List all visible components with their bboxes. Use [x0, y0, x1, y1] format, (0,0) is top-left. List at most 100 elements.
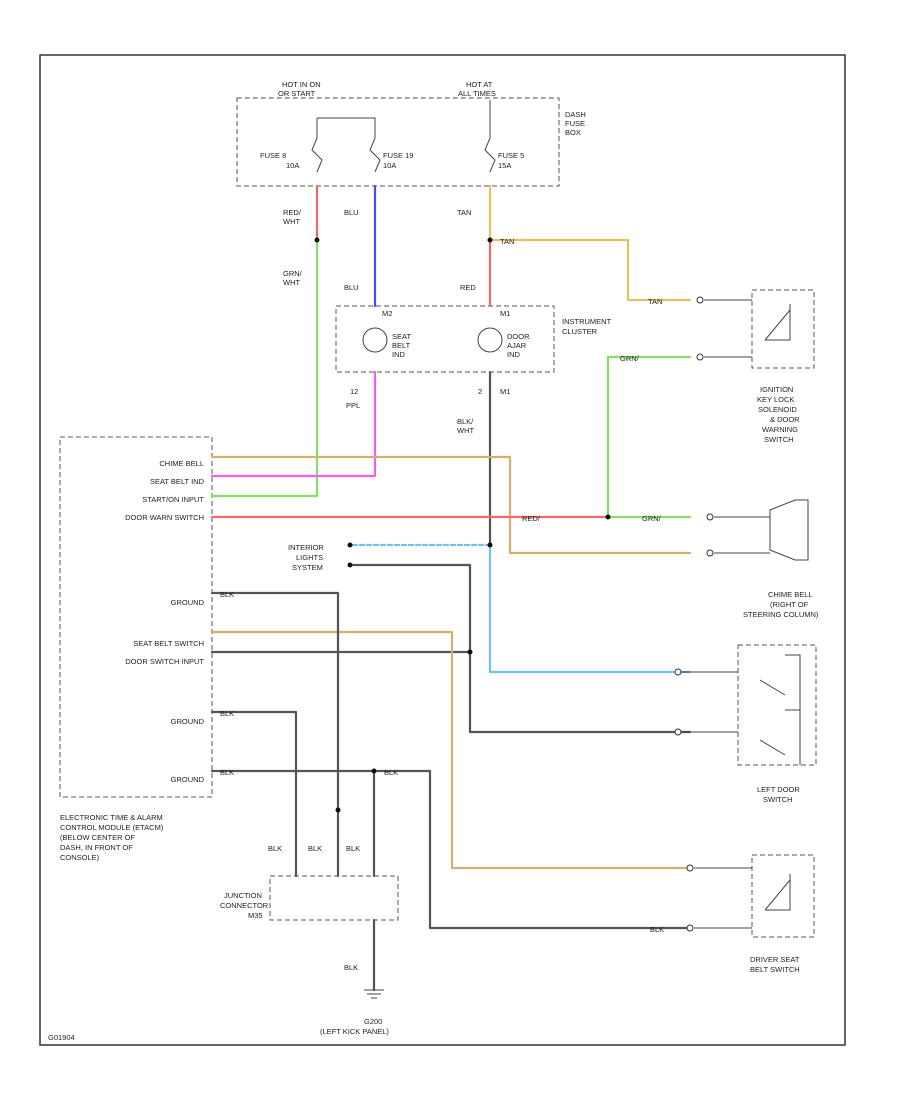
interior-lights-label-2: LIGHTS — [296, 553, 323, 562]
ign-label-1: IGNITION — [760, 385, 793, 394]
wire-label-blu-2: BLU — [344, 283, 359, 292]
pin-chime-2 — [706, 549, 714, 557]
cluster-conn-left: M2 — [382, 309, 392, 318]
ign-label-5: WARNING — [762, 425, 798, 434]
module-name-5: CONSOLE) — [60, 853, 100, 862]
fuse5-label: FUSE 5 — [498, 151, 524, 160]
wire-label-blk-g1: BLK — [220, 590, 234, 599]
left-door-switch-box — [737, 644, 817, 766]
left-door-switch-label-2: SWITCH — [763, 795, 793, 804]
junction-connector-box — [269, 875, 399, 921]
junction-label-2: CONNECTOR — [220, 901, 269, 910]
seat-belt-ind-label-2: BELT — [392, 341, 411, 350]
splice-dot — [371, 768, 377, 774]
driver-belt-label-1: DRIVER SEAT — [750, 955, 800, 964]
wire-label-tan-h: TAN — [500, 237, 514, 246]
wire-grn-wht-start-input — [210, 238, 319, 498]
chime-bell-label-1: CHIME BELL — [768, 590, 813, 599]
fuse8-rating: 10A — [286, 161, 299, 170]
hot-run-label-1: HOT IN ON — [282, 80, 321, 89]
hot-all-label-2: ALL TIMES — [458, 89, 496, 98]
door-switch-contacts — [759, 654, 801, 765]
wire-brn-chime-bell — [210, 455, 692, 555]
cluster-conn-right-bottom: M1 — [500, 387, 510, 396]
cluster-title-1: INSTRUMENT — [562, 317, 612, 326]
splice-dot — [605, 514, 611, 520]
fuse8-label: FUSE 8 — [260, 151, 286, 160]
splice-dot — [314, 237, 320, 243]
wire-label-blk-wht-1: BLK/ — [457, 417, 474, 426]
ignition-switch-contact — [764, 304, 791, 341]
ground-label-1: G200 — [364, 1017, 382, 1026]
wire-label-red-wht-1: RED/ — [283, 208, 302, 217]
wire-label-grn-wht-ign: GRN/ — [620, 354, 640, 363]
junction-label-3: M35 — [248, 911, 263, 920]
etacm-pin-labels: CHIME BELL SEAT BELT IND START/ON INPUT … — [125, 459, 204, 784]
module-ground-1: GROUND — [171, 598, 205, 607]
wire-label-red-wht-2: WHT — [283, 217, 300, 226]
wire-blk-ground1 — [210, 591, 340, 878]
cluster-pin-12: 12 — [350, 387, 358, 396]
fuse19-element — [369, 137, 381, 173]
splice-dot — [487, 542, 493, 548]
left-door-switch-label-1: LEFT DOOR — [757, 785, 800, 794]
wire-label-blk-jc3: BLK — [346, 844, 360, 853]
chime-bell-icon — [769, 499, 809, 561]
wire-blk-wht-interior — [348, 563, 692, 734]
wire-label-blk-jc2: BLK — [308, 844, 322, 853]
cluster-conn-right: M1 — [500, 309, 510, 318]
diagram-frame — [39, 54, 846, 1046]
cluster-title-2: CLUSTER — [562, 327, 598, 336]
wire-label-blk-jc1: BLK — [268, 844, 282, 853]
driver-seat-belt-switch-box — [751, 854, 815, 938]
module-ground-2: GROUND — [171, 717, 205, 726]
wire-label-red-wht-h: RED/ — [522, 514, 541, 523]
splice-dot — [467, 649, 473, 655]
pin-belt-1 — [686, 864, 694, 872]
wire-label-blk-belt: BLK — [650, 925, 664, 934]
pin-ign-2 — [696, 353, 704, 361]
wire-blk-ground3 — [210, 769, 692, 930]
dash-fuse-label-3: BOX — [565, 128, 581, 137]
ignition-switch-box — [751, 289, 815, 369]
hot-run-label-2: OR START — [278, 89, 316, 98]
fuse-bus-bar — [317, 117, 376, 138]
module-name-1: ELECTRONIC TIME & ALARM — [60, 813, 163, 822]
cluster-pin-2: 2 — [478, 387, 482, 396]
pin-door-1 — [674, 668, 682, 676]
splice-dot — [347, 542, 353, 548]
ign-label-6: SWITCH — [764, 435, 794, 444]
wire-label-blk-g4: BLK — [384, 768, 398, 777]
seat-belt-ind-label-3: IND — [392, 350, 406, 359]
fuse5-rating: 15A — [498, 161, 511, 170]
splice-dot — [335, 807, 341, 813]
fuse8-element — [311, 137, 323, 173]
ign-label-4: & DOOR — [770, 415, 800, 424]
door-ajar-ind-label-1: DOOR — [507, 332, 530, 341]
wire-label-blk-gnd: BLK — [344, 963, 358, 972]
seat-belt-ind-label-1: SEAT — [392, 332, 411, 341]
wire-blk-ground2 — [210, 710, 298, 878]
fuse19-rating: 10A — [383, 161, 396, 170]
splice-dot — [347, 562, 353, 568]
wire-label-blk-wht-2: WHT — [457, 426, 474, 435]
wire-label-blk-g3: BLK — [220, 768, 234, 777]
wire-label-grn-wht-2: WHT — [283, 278, 300, 287]
wire-brn-wht-seat-belt-switch — [210, 630, 692, 870]
pin-ign-1 — [696, 296, 704, 304]
seat-belt-switch-contact — [764, 874, 791, 911]
wire-grn-wht-ignition — [606, 355, 692, 519]
wire-label-red: RED — [460, 283, 476, 292]
wire-lt-blu-door-switch — [488, 543, 692, 674]
splice-dots — [314, 237, 611, 813]
module-name-4: DASH, IN FRONT OF — [60, 843, 133, 852]
chime-bell-label-2: (RIGHT OF — [770, 600, 809, 609]
wire-label-grn-wht-chime: GRN/ — [642, 514, 662, 523]
wire-label-blk-g2: BLK — [220, 709, 234, 718]
connector-pins — [674, 296, 714, 932]
interior-lights-label-3: SYSTEM — [292, 563, 323, 572]
fuse-box — [236, 97, 560, 187]
pin-door-2 — [674, 728, 682, 736]
ign-label-2: KEY LOCK — [757, 395, 794, 404]
